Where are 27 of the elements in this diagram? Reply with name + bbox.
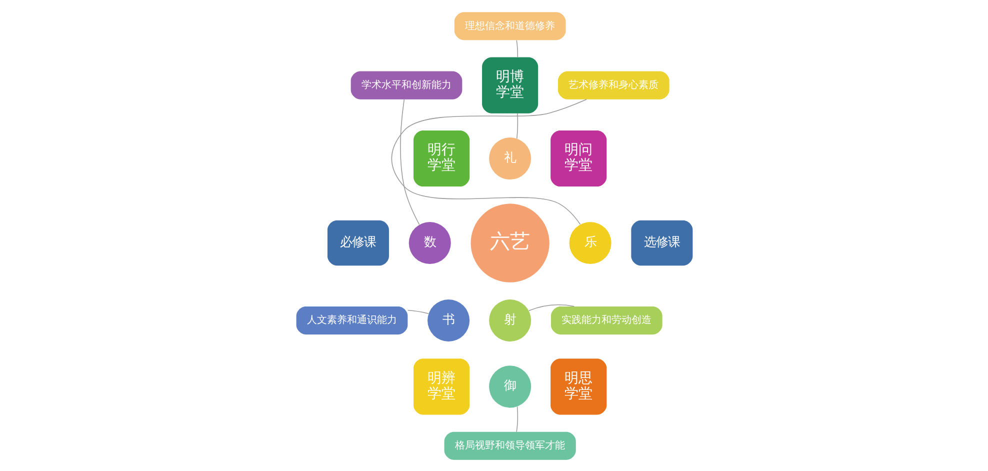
node-circle: 射 — [488, 298, 531, 342]
connector — [390, 98, 586, 224]
node-box: 明博学堂 — [482, 56, 538, 113]
node-box: 必修课 — [326, 220, 388, 266]
node-circle: 六艺 — [470, 203, 549, 282]
connector — [406, 309, 428, 314]
node-box: 明问学堂 — [550, 130, 606, 186]
node-box: 明行学堂 — [413, 130, 470, 186]
node-circle: 御 — [488, 365, 531, 408]
node-box: 艺术修养和身心素质 — [557, 70, 669, 99]
node-circle: 数 — [408, 221, 450, 264]
node-circle: 礼 — [488, 137, 531, 180]
node-box: 理想信念和道德修养 — [454, 12, 566, 40]
connector — [528, 304, 574, 310]
node-box: 格局视野和领导领军才能 — [444, 431, 576, 460]
node-circle: 书 — [427, 298, 470, 342]
node-box: 学术水平和创新能力 — [350, 70, 462, 99]
node-circle: 乐 — [568, 221, 611, 264]
connector — [400, 98, 420, 225]
node-box: 实践能力和劳动创造 — [550, 306, 662, 334]
connector — [516, 39, 518, 58]
node-box: 明思学堂 — [550, 358, 606, 414]
node-box: 明辨学堂 — [413, 358, 470, 414]
connector — [516, 406, 518, 432]
connector — [516, 112, 518, 138]
node-box: 选修课 — [630, 220, 692, 266]
node-box: 人文素养和通识能力 — [296, 306, 408, 334]
